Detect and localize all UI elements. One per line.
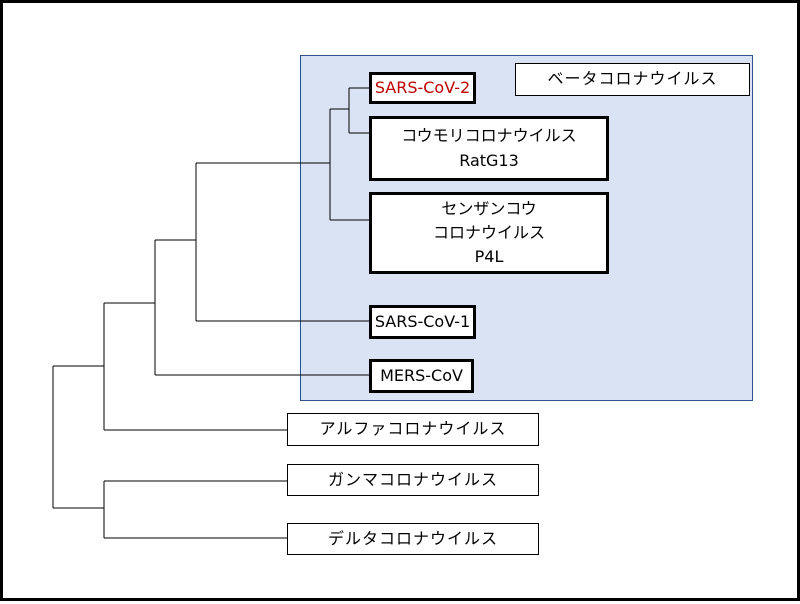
taxon-sars-cov-2: SARS-CoV-2 xyxy=(369,72,476,104)
taxon-sars-cov-1-name: SARS-CoV-1 xyxy=(374,311,471,331)
genus-gamma-label: ガンマコロナウイルス xyxy=(287,464,539,496)
taxon-sars-cov-2-name: SARS-CoV-2 xyxy=(374,77,471,97)
taxon-mers-cov-name: MERS-CoV xyxy=(380,365,463,385)
taxon-bat-ratg13-line2: RatG13 xyxy=(459,150,519,170)
tree-branch-sars-cov-2-ratg13 xyxy=(348,87,371,134)
tree-branch-sars-cov-1 xyxy=(195,162,371,322)
tree-branch-gamma-delta xyxy=(103,480,288,539)
taxon-bat-ratg13-line1: コウモリコロナウイルス xyxy=(401,125,577,145)
tree-branch-alpha-beta xyxy=(103,302,288,431)
tree-branch-root xyxy=(52,365,104,509)
taxon-pangolin-p4l-line3: P4L xyxy=(474,247,504,266)
tree-branch-pangolin xyxy=(329,108,371,221)
taxon-sars-cov-1: SARS-CoV-1 xyxy=(369,305,476,339)
phylogenetic-tree xyxy=(52,87,371,539)
taxon-pangolin-p4l-line2: コロナウイルス xyxy=(432,223,545,242)
beta-coronavirus-label: ベータコロナウイルス xyxy=(515,63,750,96)
taxon-pangolin-p4l-line1: センザンコウ xyxy=(441,199,537,218)
tree-branch-mers xyxy=(154,239,371,376)
taxon-pangolin-p4l: センザンコウ コロナウイルス P4L xyxy=(369,192,609,274)
taxon-mers-cov: MERS-CoV xyxy=(369,359,474,393)
genus-alpha-label: アルファコロナウイルス xyxy=(287,413,539,446)
taxon-bat-ratg13: コウモリコロナウイルス RatG13 xyxy=(369,116,609,181)
genus-delta-label: デルタコロナウイルス xyxy=(287,523,539,555)
